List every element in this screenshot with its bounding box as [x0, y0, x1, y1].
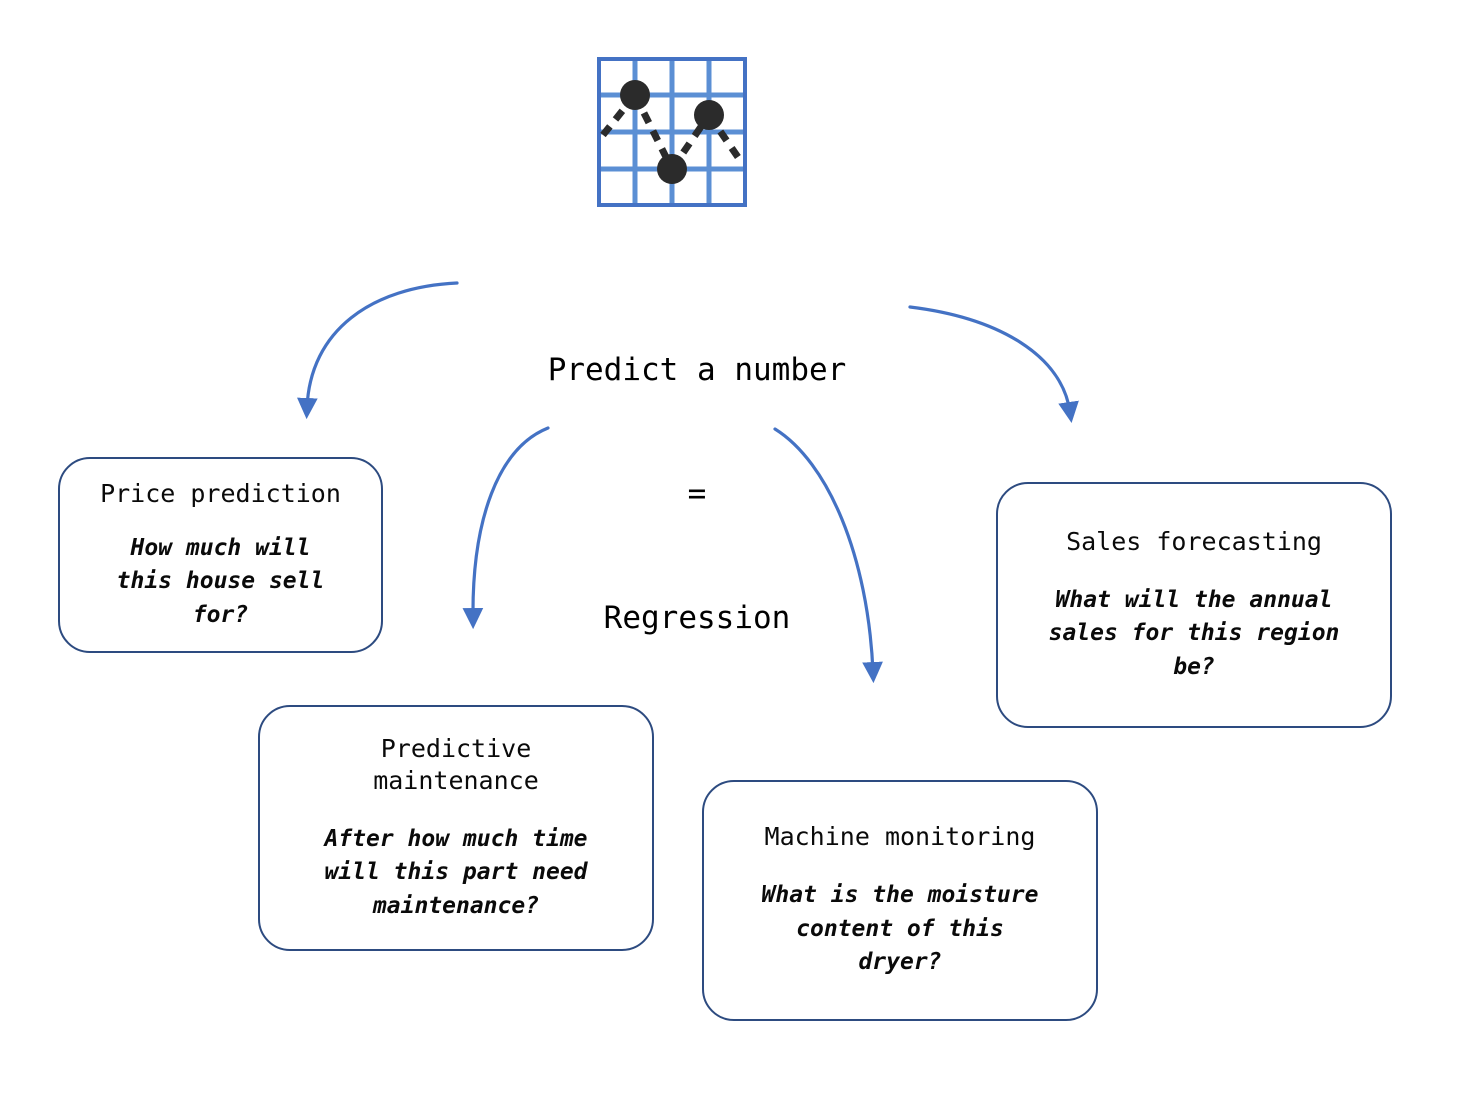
- node-machine-monitoring[interactable]: Machine monitoring What is the moisture …: [702, 780, 1098, 1021]
- node-sales-forecasting-question: What will the annual sales for this regi…: [1048, 586, 1340, 680]
- node-sales-forecasting[interactable]: Sales forecasting What will the annual s…: [996, 482, 1392, 728]
- center-title-equals: =: [687, 476, 707, 513]
- node-predictive-maintenance[interactable]: Predictive maintenance After how much ti…: [258, 705, 654, 951]
- node-price-prediction-question: How much will this house sell for?: [116, 534, 325, 628]
- regression-scatter-grid-icon: [597, 57, 747, 207]
- arrow-to-price-prediction: [297, 281, 459, 420]
- node-price-prediction-title: Price prediction: [100, 478, 341, 508]
- node-predictive-maintenance-title: Predictive maintenance: [373, 733, 539, 795]
- center-title-line-1: Predict a number: [547, 352, 847, 389]
- node-machine-monitoring-question: What is the moisture content of this dry…: [761, 882, 1039, 976]
- center-title: Predict a number = Regression: [437, 268, 957, 721]
- node-machine-monitoring-title: Machine monitoring: [764, 822, 1036, 852]
- node-price-prediction[interactable]: Price prediction How much will this hous…: [58, 457, 383, 653]
- center-title-line-3: Regression: [603, 599, 791, 636]
- node-sales-forecasting-title: Sales forecasting: [1066, 526, 1322, 556]
- node-predictive-maintenance-question: After how much time will this part need …: [324, 825, 588, 919]
